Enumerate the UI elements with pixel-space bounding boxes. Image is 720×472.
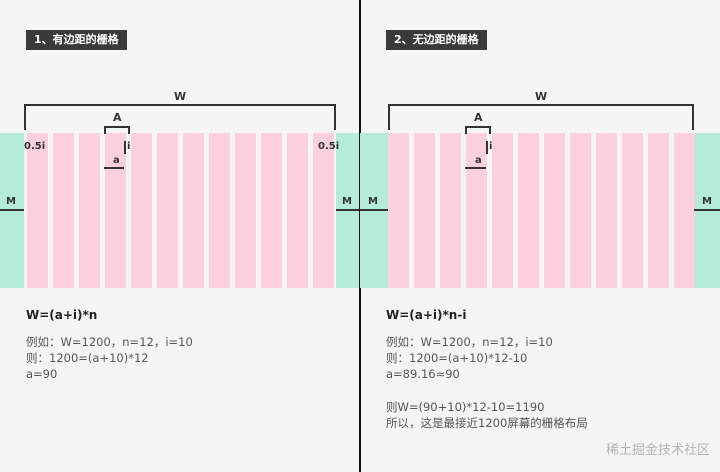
column-width-line [104, 167, 124, 169]
grid-column [544, 133, 566, 288]
unit-width-label: A [113, 111, 122, 124]
gutter-label: i [127, 141, 131, 152]
total-width-bracket [388, 104, 694, 130]
grid-column [208, 133, 230, 288]
column-width-label: a [475, 155, 482, 166]
column-width-label: a [113, 155, 120, 166]
grid-column [674, 133, 696, 288]
grid-column [156, 133, 178, 288]
half-gutter-label-right: 0.5i [318, 141, 340, 152]
margin-line-left [360, 209, 388, 211]
section-title-without-margin: 2、无边距的栅格 [386, 30, 487, 50]
grid-column [52, 133, 74, 288]
margin-label-left: M [6, 196, 16, 207]
grid-column [286, 133, 308, 288]
total-width-label: W [535, 90, 548, 103]
margin-label-left: M [368, 196, 378, 207]
grid-column [414, 133, 436, 288]
margin-line-right [694, 209, 720, 211]
column-width-line [465, 167, 486, 169]
margin-label-right: M [342, 196, 352, 207]
section-title-with-margin: 1、有边距的栅格 [26, 30, 127, 50]
total-width-bracket [24, 104, 336, 130]
grid-column [518, 133, 540, 288]
unit-width-bracket [104, 126, 130, 134]
margin-label-right: M [702, 196, 712, 207]
formula-with-margin: W=(a+i)*n [26, 308, 98, 322]
grid-column [466, 133, 488, 288]
total-width-label: W [174, 90, 187, 103]
unit-width-bracket [465, 126, 491, 134]
grid-column [234, 133, 256, 288]
example-text: 例如：W=1200，n=12，i=10 则：1200=(a+10)*12 a=9… [26, 335, 193, 381]
grid-column [26, 133, 48, 288]
grid-column [388, 133, 410, 288]
grid-column [622, 133, 644, 288]
unit-width-label: A [474, 111, 483, 124]
grid-column [78, 133, 100, 288]
watermark: 稀土掘金技术社区 [605, 443, 710, 458]
panel-without-margin: 2、无边距的栅格 W A i a M M W=(a+i)*n-i 例如：W=12… [360, 0, 720, 472]
grid-column [104, 133, 126, 288]
gutter-label: i [489, 141, 493, 152]
grid-column [492, 133, 514, 288]
grid-column [648, 133, 670, 288]
grid-column [596, 133, 618, 288]
formula-without-margin: W=(a+i)*n-i [386, 308, 467, 322]
example-text: 例如：W=1200，n=12，i=10 则：1200=(a+10)*12-10 … [386, 335, 553, 381]
conclusion-text: 则W=(90+10)*12-10=1190 所以，这是最接近1200屏幕的栅格布… [386, 400, 588, 430]
gutter-tick [124, 141, 126, 154]
margin-line-right [336, 209, 360, 211]
margin-line-left [0, 209, 24, 211]
panel-with-margin: 1、有边距的栅格 W A 0.5i 0.5i i a M M W=(a+i)*n… [0, 30, 360, 381]
grid-column [260, 133, 282, 288]
half-gutter-label-left: 0.5i [24, 141, 46, 152]
grid-column [440, 133, 462, 288]
grid-column [130, 133, 152, 288]
grid-column [182, 133, 204, 288]
gutter-tick [486, 141, 488, 154]
grid-column [570, 133, 592, 288]
grid-column [312, 133, 334, 288]
